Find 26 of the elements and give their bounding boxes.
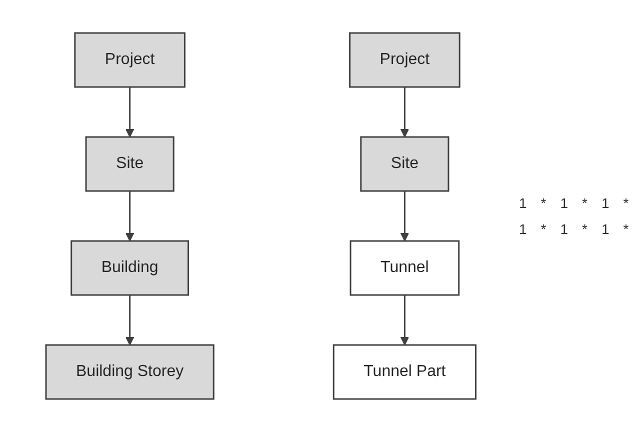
node-box: Building xyxy=(70,240,189,296)
arrow xyxy=(125,191,134,242)
multiplicity-label: * xyxy=(540,194,548,213)
node-box: Tunnel xyxy=(349,240,460,296)
node-box: Tunnel Part xyxy=(332,344,476,400)
node-box: Site xyxy=(84,136,174,192)
arrow xyxy=(125,87,134,138)
arrow xyxy=(400,87,409,138)
node-box: Site xyxy=(360,136,449,192)
arrow xyxy=(125,295,134,346)
multiplicity-label: * xyxy=(540,220,548,239)
multiplicity-label: 1 xyxy=(518,194,528,213)
node-box: Project xyxy=(348,32,460,88)
multiplicity-label: * xyxy=(622,220,630,239)
arrow xyxy=(400,191,409,242)
multiplicity-label: 1 xyxy=(559,194,570,213)
multiplicity-label: * xyxy=(622,194,630,213)
multiplicity-label: * xyxy=(581,194,588,213)
arrow xyxy=(400,295,409,346)
multiplicity-label: 1 xyxy=(559,220,570,239)
node-box: Building Storey xyxy=(44,344,214,400)
multiplicity-label: 1 xyxy=(600,194,610,213)
multiplicity-label: 1 xyxy=(600,220,610,239)
multiplicity-label: 1 xyxy=(518,220,528,239)
node-box: Project xyxy=(74,32,186,88)
multiplicity-label: * xyxy=(581,220,588,239)
